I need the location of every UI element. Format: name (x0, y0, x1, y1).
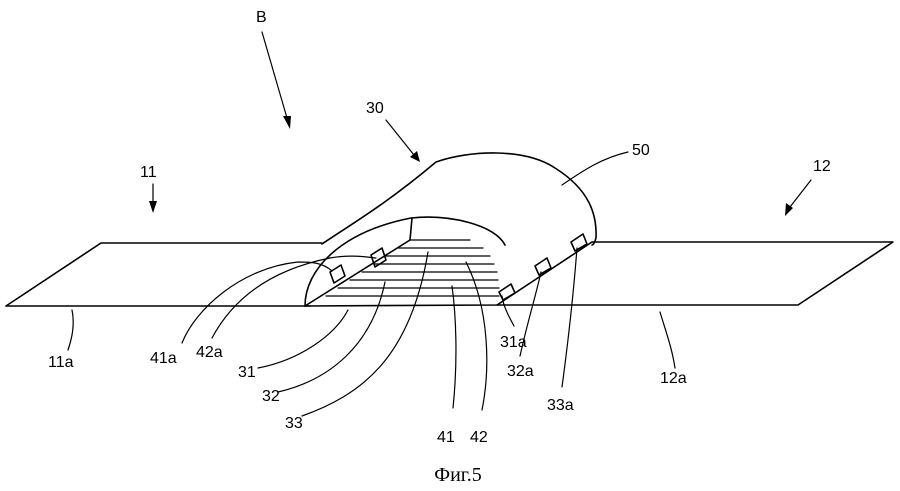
label-B: B (256, 9, 267, 26)
label-31a: 31a (500, 334, 527, 351)
layer-lines (325, 239, 500, 297)
leader-lines (67, 151, 676, 417)
label-32a: 32a (507, 363, 534, 380)
labels: B 30 50 11 12 11a 41a 42a 31 32 33 41 42… (48, 9, 831, 446)
arrow-11 (149, 183, 157, 213)
figure-caption: Фиг.5 (434, 464, 481, 486)
label-12a: 12a (660, 370, 687, 387)
label-11a: 11a (48, 354, 74, 371)
left-tabs (329, 247, 387, 284)
dome-inner-edge (304, 217, 413, 307)
label-41a: 41a (150, 350, 177, 367)
label-32: 32 (262, 388, 280, 405)
right-sheet-12 (496, 241, 894, 306)
dome-front-arch (304, 216, 506, 307)
arrow-30 (385, 119, 420, 162)
left-sheet-11 (5, 242, 323, 307)
label-41: 41 (437, 429, 455, 446)
arrow-12 (785, 179, 812, 216)
label-31: 31 (238, 364, 256, 381)
label-33: 33 (285, 415, 303, 432)
label-50: 50 (632, 142, 650, 159)
label-42: 42 (470, 429, 488, 446)
dome-cover-50 (321, 152, 597, 246)
label-33a: 33a (547, 397, 574, 414)
label-11: 11 (140, 164, 157, 181)
label-12: 12 (813, 158, 831, 175)
arrow-B (261, 31, 291, 129)
label-42a: 42a (196, 344, 223, 361)
dome-bottom-edge (304, 241, 593, 307)
label-30: 30 (366, 100, 384, 117)
